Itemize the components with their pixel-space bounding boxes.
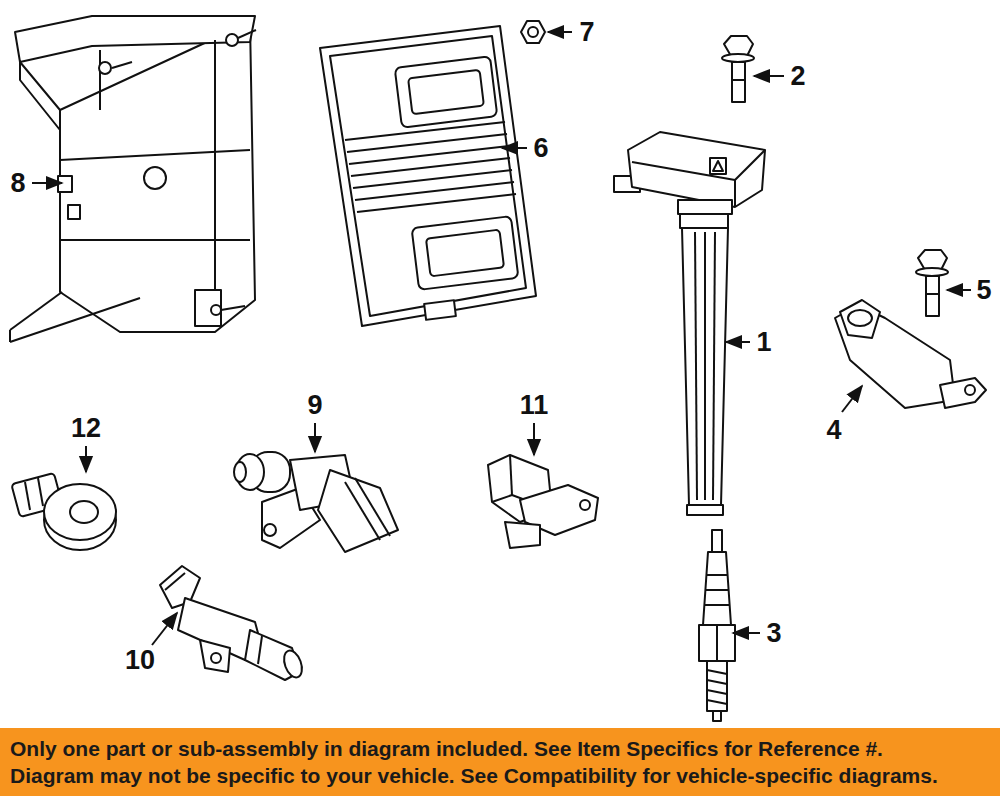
callout-number: 12 [71, 415, 101, 442]
ignition-coil [614, 132, 765, 515]
callout-number: 4 [826, 417, 841, 444]
notice-text: Only one part or sub-assembly in diagram… [10, 735, 990, 762]
callout-number: 2 [790, 63, 805, 90]
callout-number: 11 [520, 392, 549, 419]
callout-number: 9 [307, 392, 322, 419]
mounting-bracket [10, 16, 256, 342]
callout-number: 10 [125, 647, 155, 674]
callout-number: 1 [756, 329, 771, 356]
callout-number: 5 [976, 277, 991, 304]
callout-number: 6 [533, 135, 548, 162]
position-sensor [234, 452, 398, 552]
position-sensor [160, 566, 305, 680]
spark-plug [699, 530, 735, 721]
nut [521, 21, 545, 43]
bolt [916, 250, 948, 316]
notice-text: Diagram may not be specific to your vehi… [10, 762, 990, 789]
bolt [722, 36, 754, 102]
callout-number: 8 [10, 170, 25, 197]
leader-lines [32, 32, 971, 645]
callout-number: 3 [766, 620, 781, 647]
engine-control-module [320, 26, 536, 326]
position-sensor [488, 455, 598, 548]
callout-number: 7 [579, 19, 594, 46]
knock-sensor [11, 473, 116, 550]
notice-banner: Only one part or sub-assembly in diagram… [0, 728, 1000, 796]
